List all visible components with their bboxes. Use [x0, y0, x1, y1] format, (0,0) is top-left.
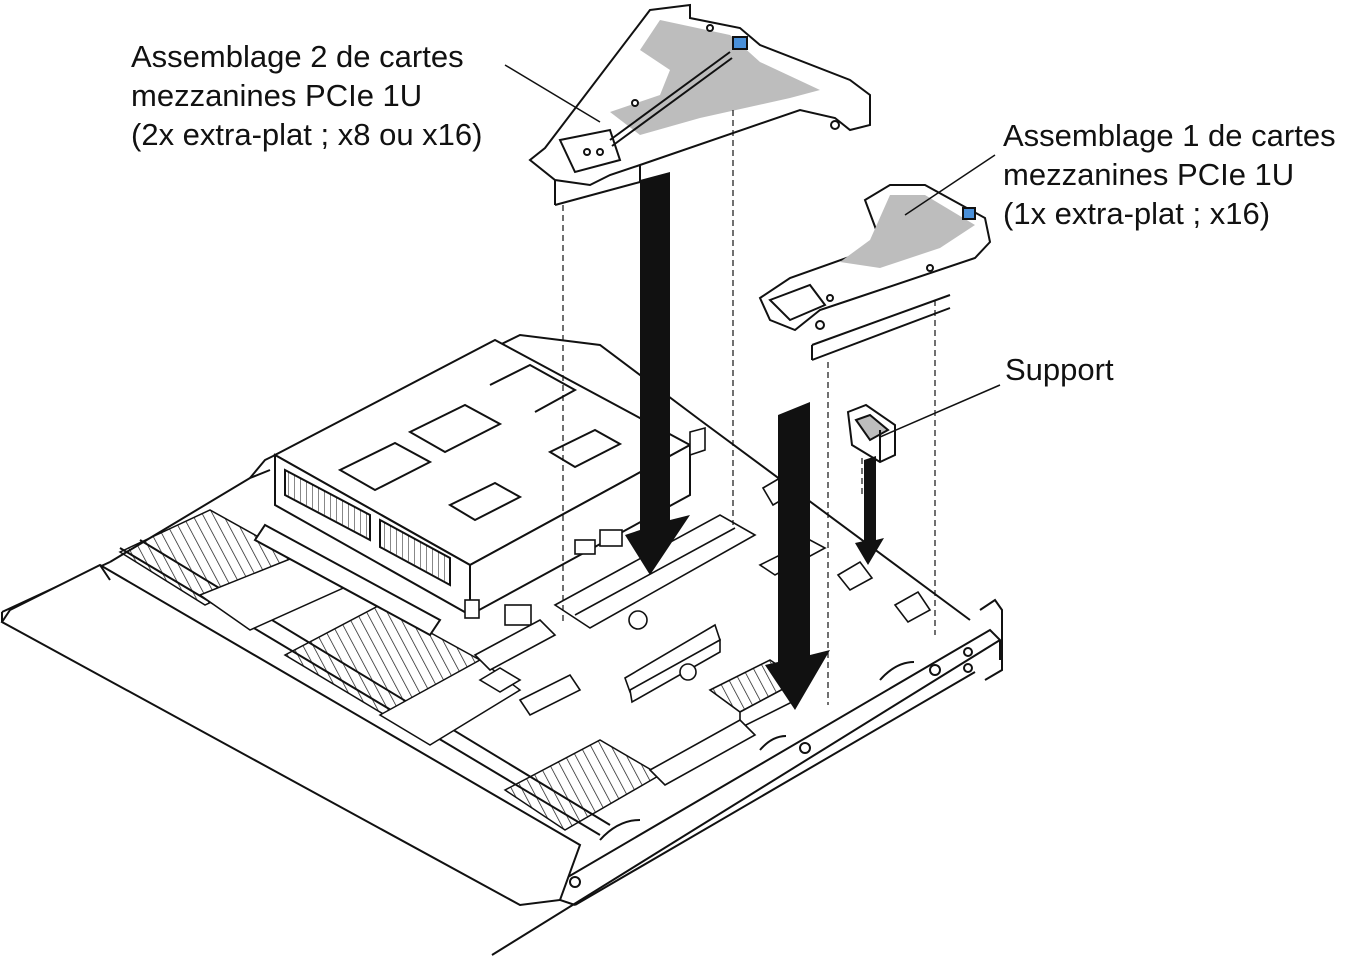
- riser-1-arrow: [765, 402, 830, 710]
- riser-assembly-1-label-line3: (1x extra-plat ; x16): [1003, 196, 1271, 231]
- riser-assembly-2-label-line2: mezzanines PCIe 1U: [131, 78, 423, 113]
- riser-assembly-2-label-line1: Assemblage 2 de cartes: [131, 39, 464, 74]
- riser-cage-1: [758, 184, 992, 361]
- riser-assembly-1-label-line2: mezzanines PCIe 1U: [1003, 157, 1295, 192]
- riser-assembly-2-label: Assemblage 2 de cartes mezzanines PCIe 1…: [131, 37, 483, 154]
- alignment-guides: [562, 110, 936, 705]
- leader-lines: [504, 64, 1001, 438]
- riser-assembly-1-label-line1: Assemblage 1 de cartes: [1003, 118, 1336, 153]
- support-label-text: Support: [1005, 352, 1114, 387]
- install-arrows: [625, 172, 884, 710]
- support-label: Support: [1005, 350, 1114, 389]
- riser-assembly-2-label-line3: (2x extra-plat ; x8 ou x16): [131, 117, 483, 152]
- riser-2-arrow: [625, 172, 690, 575]
- support-bracket: [846, 403, 896, 464]
- support-arrow: [855, 456, 884, 565]
- fan-fins: [118, 509, 662, 831]
- internal-cage: [253, 338, 693, 637]
- riser-assembly-1-label: Assemblage 1 de cartes mezzanines PCIe 1…: [1003, 116, 1336, 233]
- riser-cage-2: [528, 3, 871, 206]
